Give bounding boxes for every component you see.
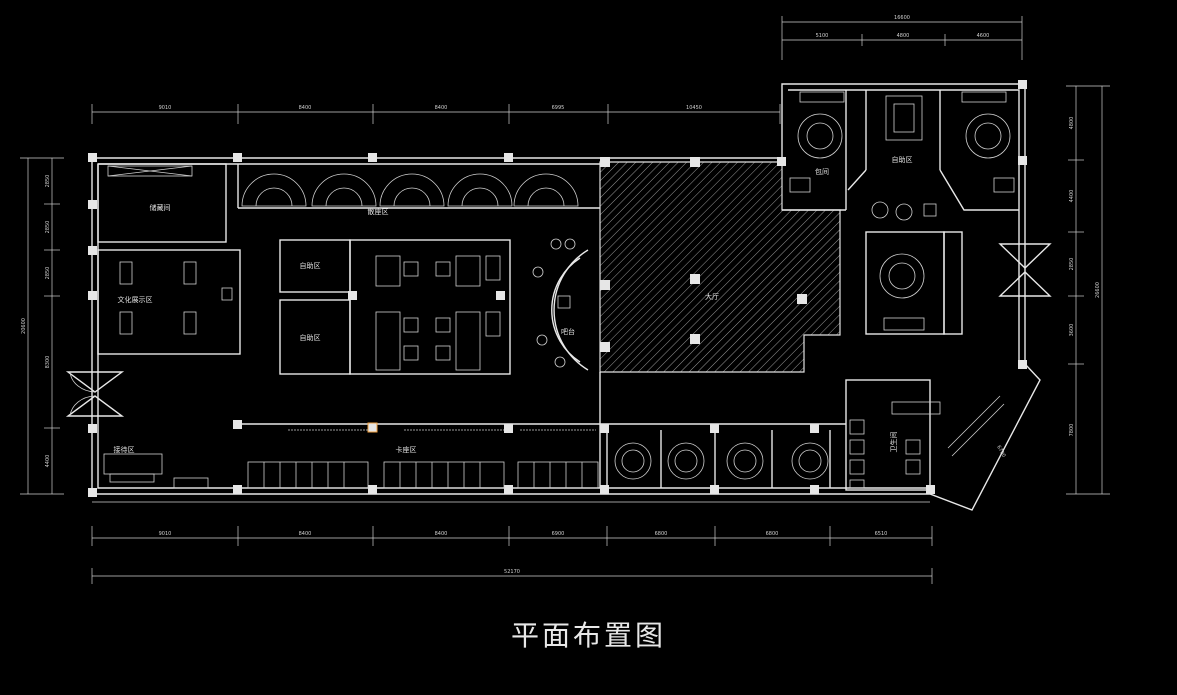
label-booth: 卡座区: [396, 445, 417, 454]
dim-top-seg: 5100: [816, 33, 829, 39]
dim-bottom-seg: 9010: [159, 531, 172, 537]
dim-left-seg: 2850: [45, 221, 51, 234]
label-bar: 吧台: [561, 327, 575, 336]
dim-right-overall: 26600: [1095, 282, 1101, 298]
dim-left-seg: 2850: [45, 175, 51, 188]
dim-left-seg: 8300: [45, 356, 51, 369]
dim-bottom-overall: 52170: [504, 569, 520, 575]
dim-left-seg: 2850: [45, 267, 51, 280]
dim-upper-seg: 6995: [552, 105, 565, 111]
dimension-texts: 16600 5100 4800 4600 9010 8400 8400 6995…: [21, 15, 1101, 575]
label-buffet-a: 自助区: [300, 261, 321, 270]
label-culture: 文化展示区: [118, 295, 153, 304]
dim-bottom-seg: 8400: [435, 531, 448, 537]
dim-slant: 6700: [995, 445, 1006, 459]
label-toilet: 卫生间: [889, 432, 898, 453]
dim-top-seg: 4600: [977, 33, 990, 39]
private-room-tables: [614, 442, 829, 480]
interior-walls: [97, 90, 1019, 491]
dim-right-seg: 2850: [1069, 258, 1075, 271]
dim-bottom-seg: 6900: [552, 531, 565, 537]
semicircle-booths: [241, 173, 579, 207]
label-reception: 接待区: [114, 445, 135, 454]
dim-bottom-seg: 6800: [655, 531, 668, 537]
entrance-revolving-door: [65, 371, 125, 417]
structural-columns: [88, 80, 1027, 497]
dim-bottom-seg: 8400: [299, 531, 312, 537]
dim-upper-seg: 8400: [435, 105, 448, 111]
label-private-left: 包间: [815, 167, 829, 176]
dim-top-overall: 16600: [894, 15, 910, 21]
toilet-fixtures: [849, 395, 1005, 489]
bar-counter: [532, 238, 589, 371]
dim-left-seg: 4400: [45, 455, 51, 468]
side-revolving-door: [998, 243, 1052, 297]
label-storage: 储藏间: [150, 203, 171, 212]
dim-right-seg: 3600: [1069, 324, 1075, 337]
dim-bottom-seg: 6800: [766, 531, 779, 537]
label-hall: 大厅: [705, 292, 719, 301]
dim-right-seg: 7800: [1069, 424, 1075, 437]
drawing-title: 平面布置图: [510, 619, 666, 652]
dim-right-seg: 4400: [1069, 190, 1075, 203]
room-labels: 储藏间 文化展示区 接待区 散座区 自助区 自助区 吧台 大厅 卡座区 包间 自…: [114, 155, 913, 454]
dim-upper-seg: 9010: [159, 105, 172, 111]
dim-bottom-seg: 6510: [875, 531, 888, 537]
buffet-tables: [375, 255, 501, 371]
dim-upper-seg: 8400: [299, 105, 312, 111]
storage-shelf: [107, 165, 193, 177]
booth-seating: [247, 461, 599, 489]
dim-right-seg: 4800: [1069, 117, 1075, 130]
hall-hatched-floor: [599, 161, 841, 373]
label-buffet-b: 自助区: [300, 333, 321, 342]
reception-desk: [103, 453, 209, 489]
dim-upper-seg: 10450: [686, 105, 702, 111]
upper-right-rooms: [789, 91, 1015, 331]
label-buffet-right: 自助区: [892, 155, 913, 164]
dimension-lines: [20, 16, 1110, 584]
display-pads: [119, 261, 233, 335]
dim-top-seg: 4800: [897, 33, 910, 39]
dim-left-overall: 20600: [21, 318, 27, 334]
label-dining-top: 散座区: [368, 207, 389, 216]
